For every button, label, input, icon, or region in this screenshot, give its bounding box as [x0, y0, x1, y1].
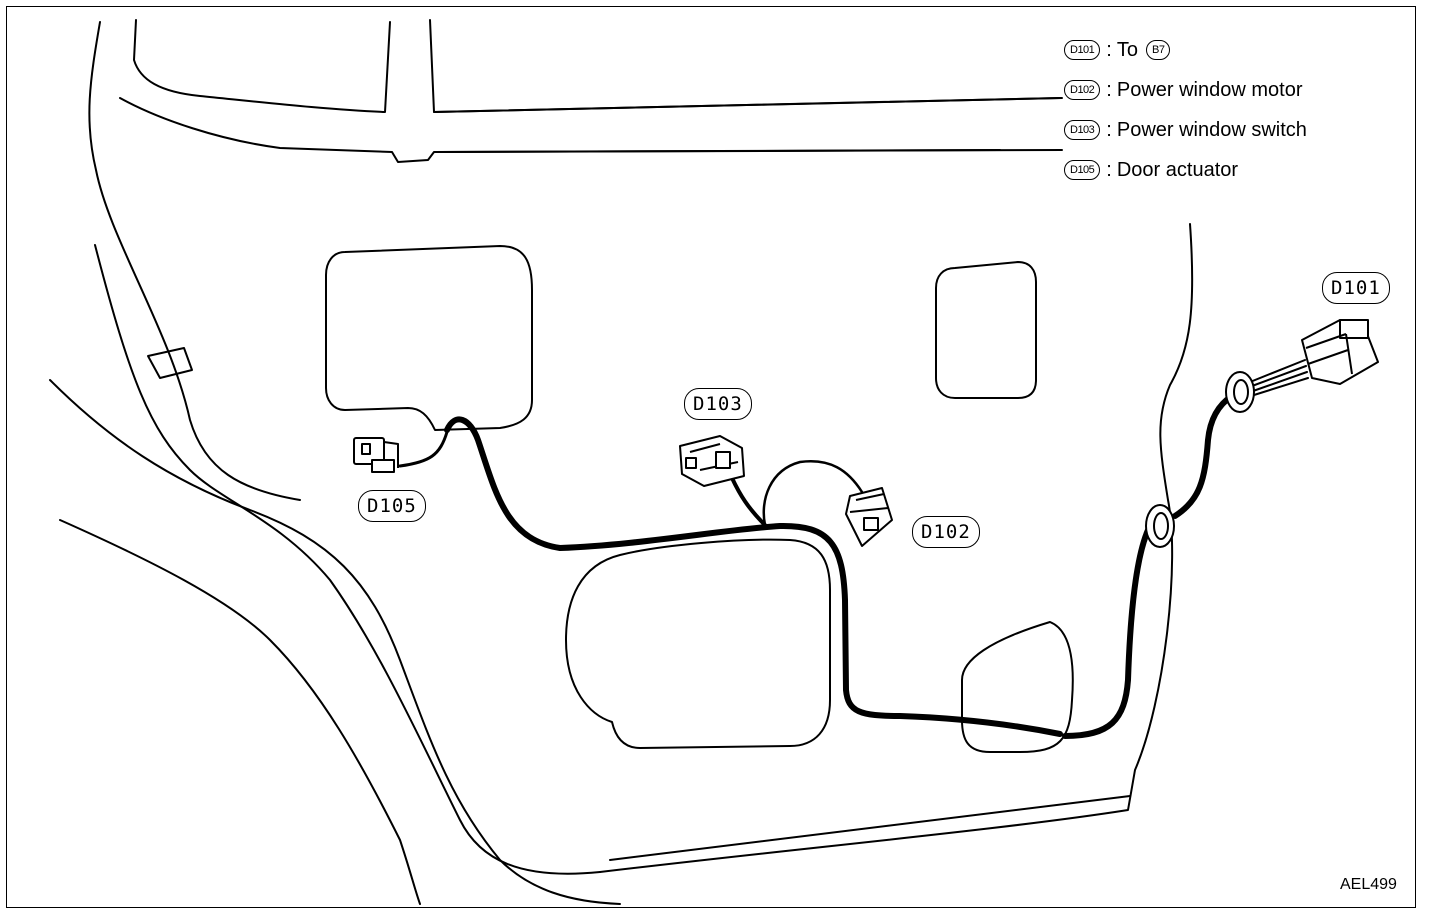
- legend-ref-badge: B7: [1145, 40, 1171, 60]
- legend-text: Power window motor: [1116, 78, 1303, 101]
- callout-d101: D101: [1322, 272, 1390, 304]
- door-inner-line: [94, 244, 601, 875]
- legend-text: Power window switch: [1116, 118, 1307, 141]
- window-sash-right: [433, 97, 1063, 113]
- legend-row-d101: D101 : To B7: [1064, 30, 1307, 70]
- harness-d103-branch: [730, 476, 767, 527]
- service-hole-lower-center: [565, 538, 831, 749]
- service-hole-upper-right: [935, 261, 1037, 399]
- legend-text: To: [1116, 38, 1138, 61]
- legend-separator: :: [1106, 118, 1112, 141]
- main-harness-cable: [444, 416, 1063, 737]
- harness-d101-wires: [1249, 359, 1309, 396]
- harness-d102-branch: [762, 460, 864, 527]
- door-bottom-curve-1: [49, 379, 621, 905]
- legend-separator: :: [1106, 158, 1112, 181]
- door-sill-line: [609, 795, 1131, 861]
- legend-separator: :: [1106, 78, 1112, 101]
- door-bottom-curve-2: [59, 519, 421, 905]
- connector-d105: [353, 437, 399, 473]
- legend-row-d102: D102 : Power window motor: [1064, 70, 1307, 110]
- legend-code-badge: D102: [1064, 80, 1101, 100]
- harness-grommet-to-upper: [1172, 393, 1235, 519]
- window-divider: [119, 97, 1001, 163]
- legend-row-d105: D105 : Door actuator: [1064, 150, 1307, 190]
- legend-code-badge: D105: [1064, 160, 1101, 180]
- callout-d102: D102: [912, 516, 980, 548]
- legend-text: Door actuator: [1116, 158, 1239, 181]
- diagram-frame: [6, 6, 1416, 908]
- door-top-edge: [439, 149, 1063, 153]
- legend-separator: :: [1106, 38, 1112, 61]
- connector-legend: D101 : To B7 D102 : Power window motor D…: [1064, 30, 1307, 190]
- callout-d103: D103: [684, 388, 752, 420]
- figure-code: AEL499: [1340, 876, 1397, 893]
- window-sash-left: [429, 19, 1061, 113]
- window-glass-outline: [133, 19, 391, 113]
- callout-d105: D105: [358, 490, 426, 522]
- grommet-upper-inner: [1233, 379, 1249, 405]
- legend-code-badge: D103: [1064, 120, 1101, 140]
- connector-d102: [845, 487, 893, 547]
- connector-d103: [679, 435, 745, 487]
- legend-row-d103: D103 : Power window switch: [1064, 110, 1307, 150]
- legend-code-badge: D101: [1064, 40, 1101, 60]
- service-hole-lower-right: [961, 621, 1074, 753]
- window-frame-outline: [88, 21, 301, 501]
- grommet-lower-inner: [1153, 512, 1169, 540]
- door-latch-tab: [147, 347, 193, 379]
- harness-d105-branch: [398, 430, 449, 468]
- harness-to-grommet-lower: [1062, 527, 1151, 739]
- service-hole-upper-left: [325, 245, 533, 431]
- connector-d101: [1301, 319, 1379, 385]
- door-rear-edge: [599, 223, 1194, 873]
